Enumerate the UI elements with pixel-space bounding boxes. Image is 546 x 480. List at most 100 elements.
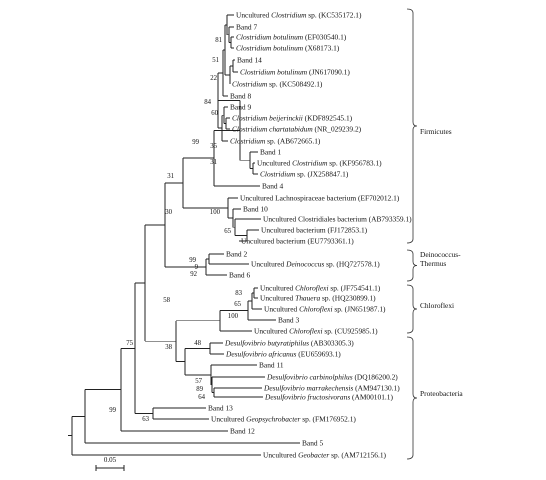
bootstrap-value: 30 <box>165 209 172 216</box>
bootstrap-value: 60 <box>211 110 218 117</box>
taxon-label-part: Clostridium <box>232 80 268 89</box>
bootstrap-value: 57 <box>195 378 202 385</box>
bootstrap-value: 38 <box>165 344 172 351</box>
taxon-label: Band 6 <box>229 271 250 280</box>
taxon-label-part: Band 7 <box>236 23 257 32</box>
taxon-label: Clostridium botulinum (X68173.1) <box>236 44 340 53</box>
taxon-label-part: (JN617090.1) <box>307 68 350 77</box>
taxon-label-part: Clostridium chartatabidum <box>232 125 313 134</box>
taxon-label-part: (X68173.1) <box>303 44 340 53</box>
taxon-label-part: sp. (CU925985.1) <box>323 327 379 336</box>
taxon-label: Uncultured Chloroflexi sp. (JN651987.1) <box>264 305 386 314</box>
taxon-label: Clostridium sp. (AB672665.1) <box>230 137 321 146</box>
taxon-label: Uncultured Geopsychrobacter sp. (FM17695… <box>211 415 356 424</box>
taxon-label-part: Clostridium <box>292 159 328 168</box>
taxon-label-part: Clostridium beijerinckii <box>232 114 303 123</box>
taxon-label-part: Clostridium <box>260 170 296 179</box>
taxon-label: Band 14 <box>237 56 262 65</box>
taxon-label: Clostridium beijerinckii (KDF892545.1) <box>232 114 353 123</box>
taxon-label-part: Band 4 <box>262 182 283 191</box>
bootstrap-value: 35 <box>210 143 217 150</box>
taxon-label-part: sp. (HQ727578.1) <box>324 260 380 269</box>
taxon-label-part: sp. (AB672665.1) <box>265 137 321 146</box>
taxon-label: Uncultured Chloroflexi sp. (CU925985.1) <box>254 327 378 336</box>
taxon-label: Band 8 <box>230 92 251 101</box>
taxon-label-part: sp. (JN651987.1) <box>333 305 387 314</box>
taxon-label-part: (NR_029239.2) <box>313 125 362 134</box>
taxon-label-part: Band 11 <box>259 361 284 370</box>
taxon-label: Band 2 <box>226 250 247 259</box>
bootstrap-value: 22 <box>210 75 217 82</box>
taxon-label: Clostridium chartatabidum (NR_029239.2) <box>232 125 362 134</box>
taxon-label-part: (DQ186200.2) <box>353 373 399 382</box>
taxon-label-part: Desulfovibrio butyratiphilus <box>224 339 309 348</box>
taxon-label: Uncultured Thauera sp. (HQ230899.1) <box>260 294 376 303</box>
taxon-label: Desulfovibrio africanus (EU659693.1) <box>225 350 341 359</box>
tree-branches <box>68 14 300 456</box>
taxon-label-part: sp. (JX258847.1) <box>295 170 349 179</box>
taxon-label-part: Clostridium botulinum <box>236 44 304 53</box>
taxon-label: Band 12 <box>230 427 255 436</box>
taxon-label-part: (KDF892545.1) <box>303 114 353 123</box>
taxon-label: Band 7 <box>236 23 257 32</box>
taxon-label: Band 4 <box>262 182 283 191</box>
taxon-label-part: Clostridium <box>230 137 266 146</box>
clade-brackets: FirmicutesDeinococcus-ThermusChloroflexi… <box>406 8 463 460</box>
taxon-label-part: Band 9 <box>230 103 251 112</box>
taxon-label-part: Band 8 <box>230 92 251 101</box>
taxon-label-part: Desulfovibrio marrakechensis <box>263 384 353 393</box>
taxon-label-part: sp. (FM176952.1) <box>300 415 356 424</box>
taxon-label: Desulfovibrio fructosivorans (AM00101.1) <box>264 393 393 402</box>
taxon-label-part: Uncultured <box>251 260 286 269</box>
taxon-label-part: Uncultured <box>236 11 271 20</box>
clade-bracket <box>406 249 418 282</box>
taxon-label-part: Band 13 <box>208 404 233 413</box>
bootstrap-value: 92 <box>190 271 197 278</box>
taxon-label-part: Uncultured bacterium (EU7793361.1) <box>241 237 354 246</box>
leaf-labels: Uncultured Clostridium sp. (KC535172.1)B… <box>208 11 412 460</box>
taxon-label: Clostridium sp. (KC508492.1) <box>232 80 323 89</box>
taxon-label-part: Uncultured Clostridiales bacterium (AB79… <box>263 215 412 224</box>
taxon-label-part: Desulfovibrio fructosivorans <box>264 393 350 402</box>
taxon-label-part: Band 10 <box>243 205 268 214</box>
taxon-label: Clostridium sp. (JX258847.1) <box>260 170 349 179</box>
taxon-label-part: Uncultured <box>260 284 295 293</box>
taxon-label-part: Chloroflexi <box>295 284 328 293</box>
scale-bar: 0.05 <box>95 456 125 471</box>
scale-bar-label: 0.05 <box>104 456 117 464</box>
taxon-label-part: Band 2 <box>226 250 247 259</box>
bootstrap-value: 84 <box>204 99 211 106</box>
taxon-label: Uncultured Clostridiales bacterium (AB79… <box>263 215 412 224</box>
taxon-label: Clostridium botulinum (JN617090.1) <box>240 68 350 77</box>
bootstrap-value: 99 <box>109 407 116 414</box>
bootstrap-value: 65 <box>224 228 231 235</box>
taxon-label-part: Thauera <box>295 294 320 303</box>
taxon-label-part: Desulfovibrio carbinolphilus <box>266 373 353 382</box>
clade-bracket <box>406 8 418 244</box>
taxon-label-part: Desulfovibrio africanus <box>225 350 297 359</box>
taxon-label-part: (EU659693.1) <box>296 350 341 359</box>
taxon-label-part: Deinococcus <box>285 260 324 269</box>
taxon-label-part: Clostridium botulinum <box>236 33 304 42</box>
taxon-label-part: Band 12 <box>230 427 255 436</box>
taxon-label-part: Band 1 <box>260 148 281 157</box>
bootstrap-value: 48 <box>194 340 201 347</box>
taxon-label: Band 1 <box>260 148 281 157</box>
taxon-label: Uncultured Geobacter sp. (AM712156.1) <box>263 451 387 460</box>
taxon-label: Desulfovibrio butyratiphilus (AB303305.3… <box>224 339 354 348</box>
bootstrap-labels: 8151228460353199311006530999925883651003… <box>109 37 242 423</box>
taxon-label: Uncultured Chloroflexi sp. (JF754541.1) <box>260 284 381 293</box>
taxon-label-part: Uncultured <box>257 159 292 168</box>
clade-label: Proteobacteria <box>420 389 463 398</box>
taxon-label: Uncultured bacterium (EU7793361.1) <box>241 237 354 246</box>
taxon-label-part: sp. (JF754541.1) <box>329 284 381 293</box>
taxon-label-part: Uncultured bacterium (FJ172853.1) <box>261 226 368 235</box>
bootstrap-value: 51 <box>212 57 219 64</box>
taxon-label-part: Uncultured Lachnospiraceae bacterium (EF… <box>240 194 400 203</box>
taxon-label: Uncultured Deinococcus sp. (HQ727578.1) <box>251 260 380 269</box>
bootstrap-value: 9 <box>195 264 199 271</box>
taxon-label-part: (AB303305.3) <box>309 339 354 348</box>
taxon-label-part: Uncultured <box>254 327 289 336</box>
